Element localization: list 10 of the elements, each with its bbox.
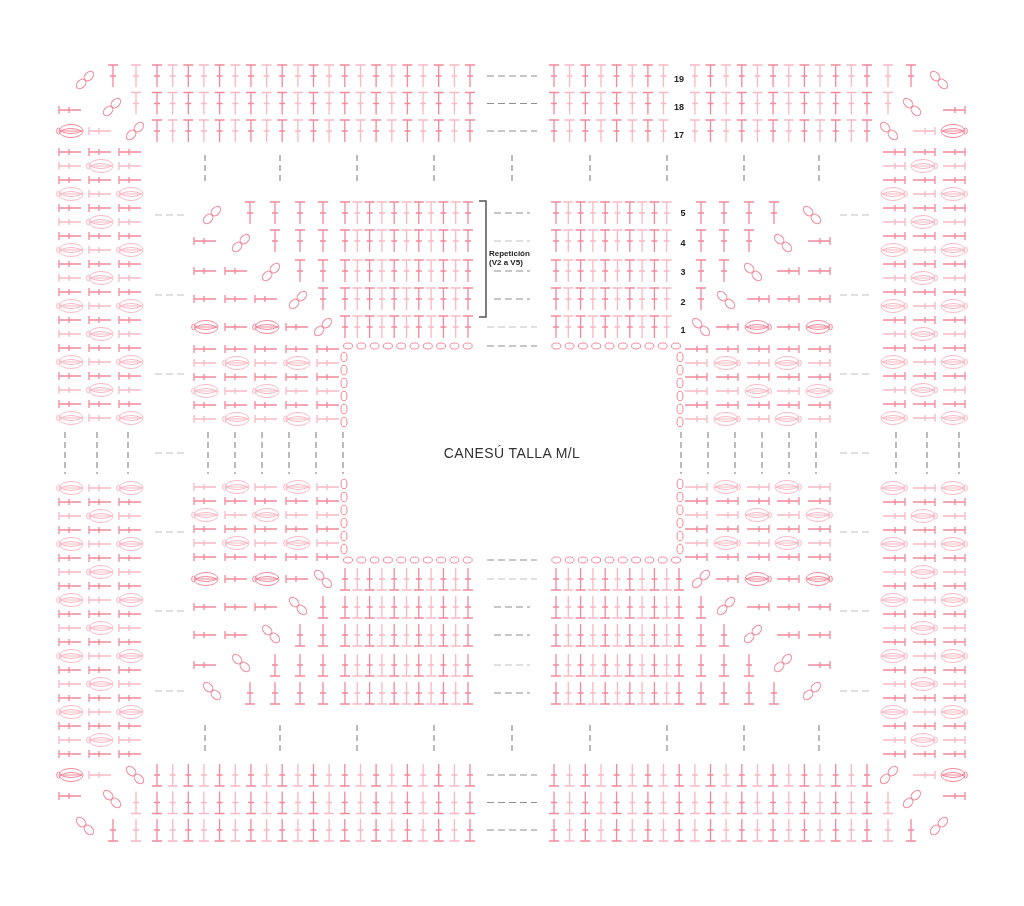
row-number: 4 [680,238,686,248]
row-number: 3 [680,267,686,277]
chart-title: CANESÚ TALLA M/L [443,445,581,461]
row-number: 18 [674,102,684,112]
repeat-note: Repetición (V2 a V5) [489,249,531,267]
row-number: 17 [674,130,684,140]
row-number: 19 [674,74,684,84]
row-number: 2 [680,297,686,307]
row-number: 1 [680,325,686,335]
row-number: 5 [680,208,686,218]
